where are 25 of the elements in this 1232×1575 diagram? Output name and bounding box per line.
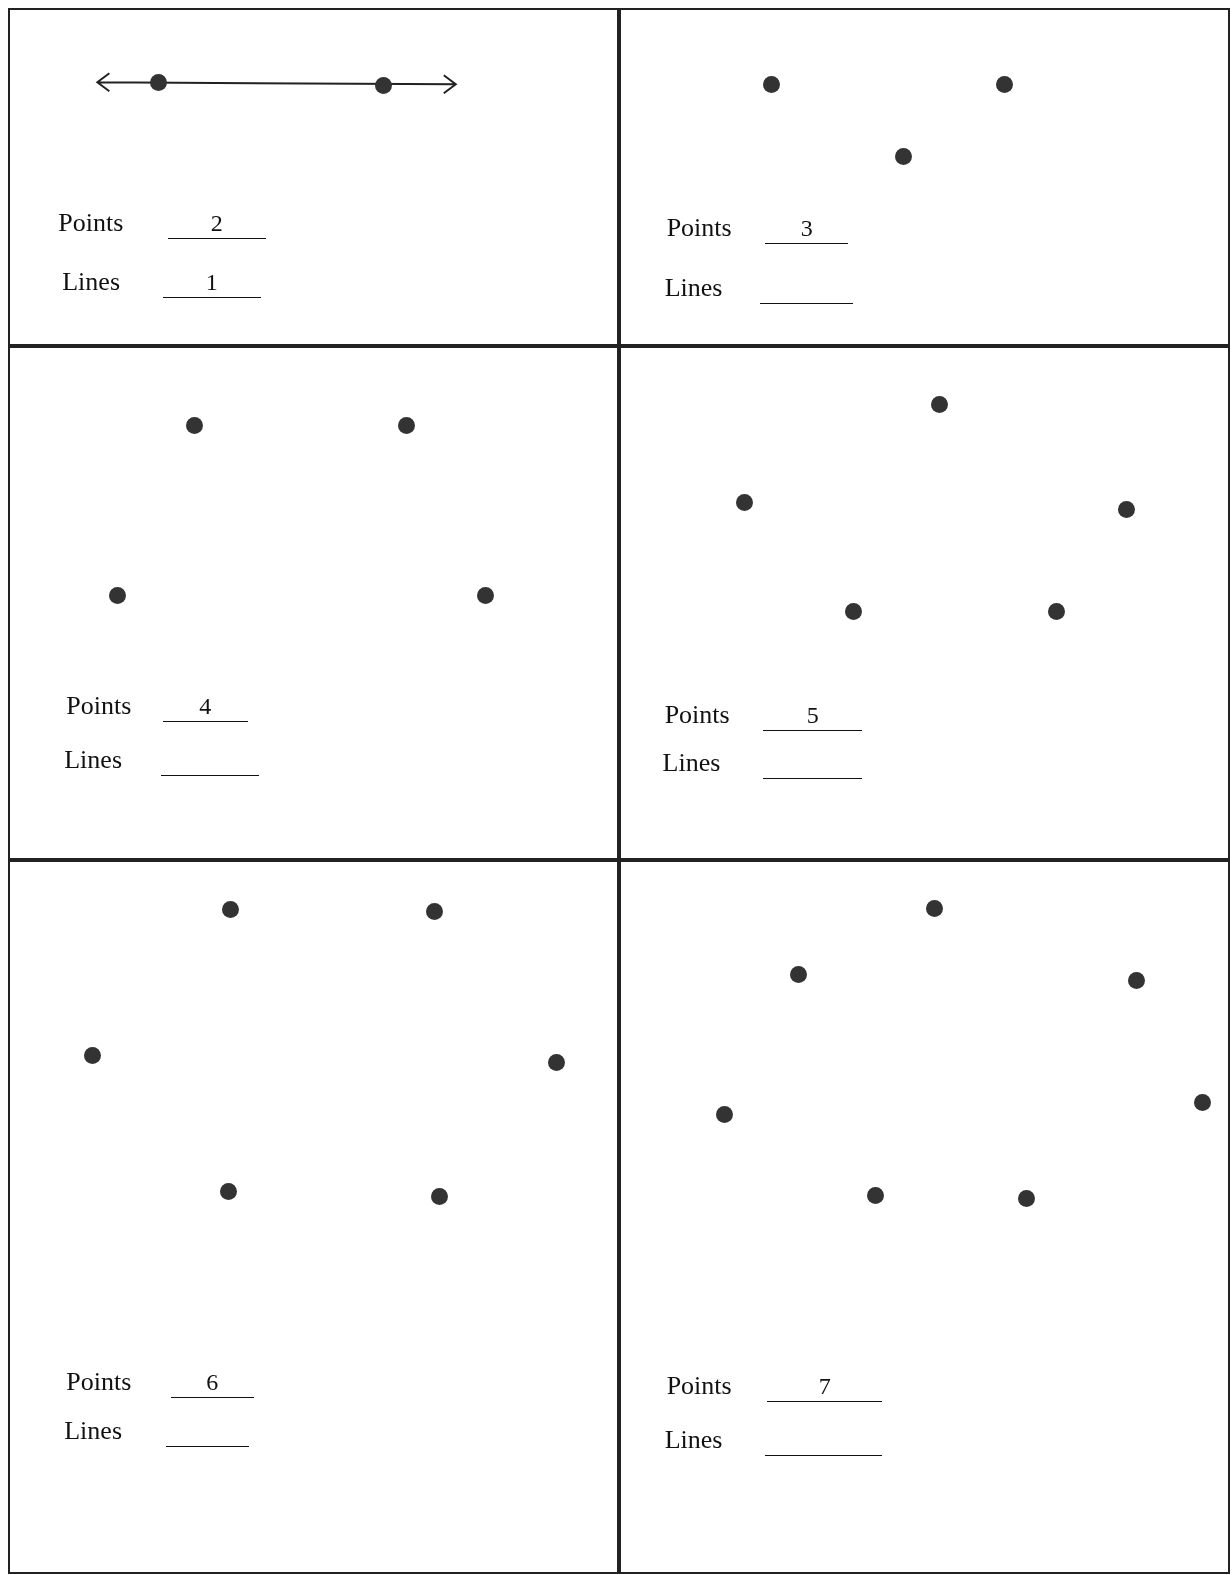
fill-in-line: 6 [170, 1367, 254, 1399]
field-label: Points [66, 690, 132, 721]
fill-in-line: 1 [162, 267, 261, 299]
worksheet-panel [619, 346, 1230, 861]
fill-in-line: 5 [763, 699, 863, 731]
fill-in-line: 2 [167, 207, 267, 239]
field-label: Lines [62, 267, 120, 298]
field-label: Lines [64, 1415, 122, 1446]
worksheet-panel [8, 8, 620, 347]
field-label: Points [66, 1367, 132, 1398]
field-label: Points [664, 699, 730, 730]
field-label: Points [666, 212, 732, 243]
worksheet-panel [619, 860, 1230, 1575]
field-label: Points [666, 1371, 732, 1402]
fill-in-line: 7 [767, 1371, 883, 1403]
field-label: Lines [662, 747, 721, 778]
field-label: Lines [664, 273, 723, 304]
worksheet-panel [619, 8, 1230, 347]
fill-in-line: 4 [162, 690, 248, 722]
field-label: Points [58, 207, 124, 238]
fill-in-line: 3 [765, 212, 849, 244]
field-label: Lines [664, 1424, 723, 1455]
worksheet-panel [8, 346, 620, 861]
worksheet-panel [8, 860, 620, 1575]
field-label: Lines [64, 744, 122, 775]
